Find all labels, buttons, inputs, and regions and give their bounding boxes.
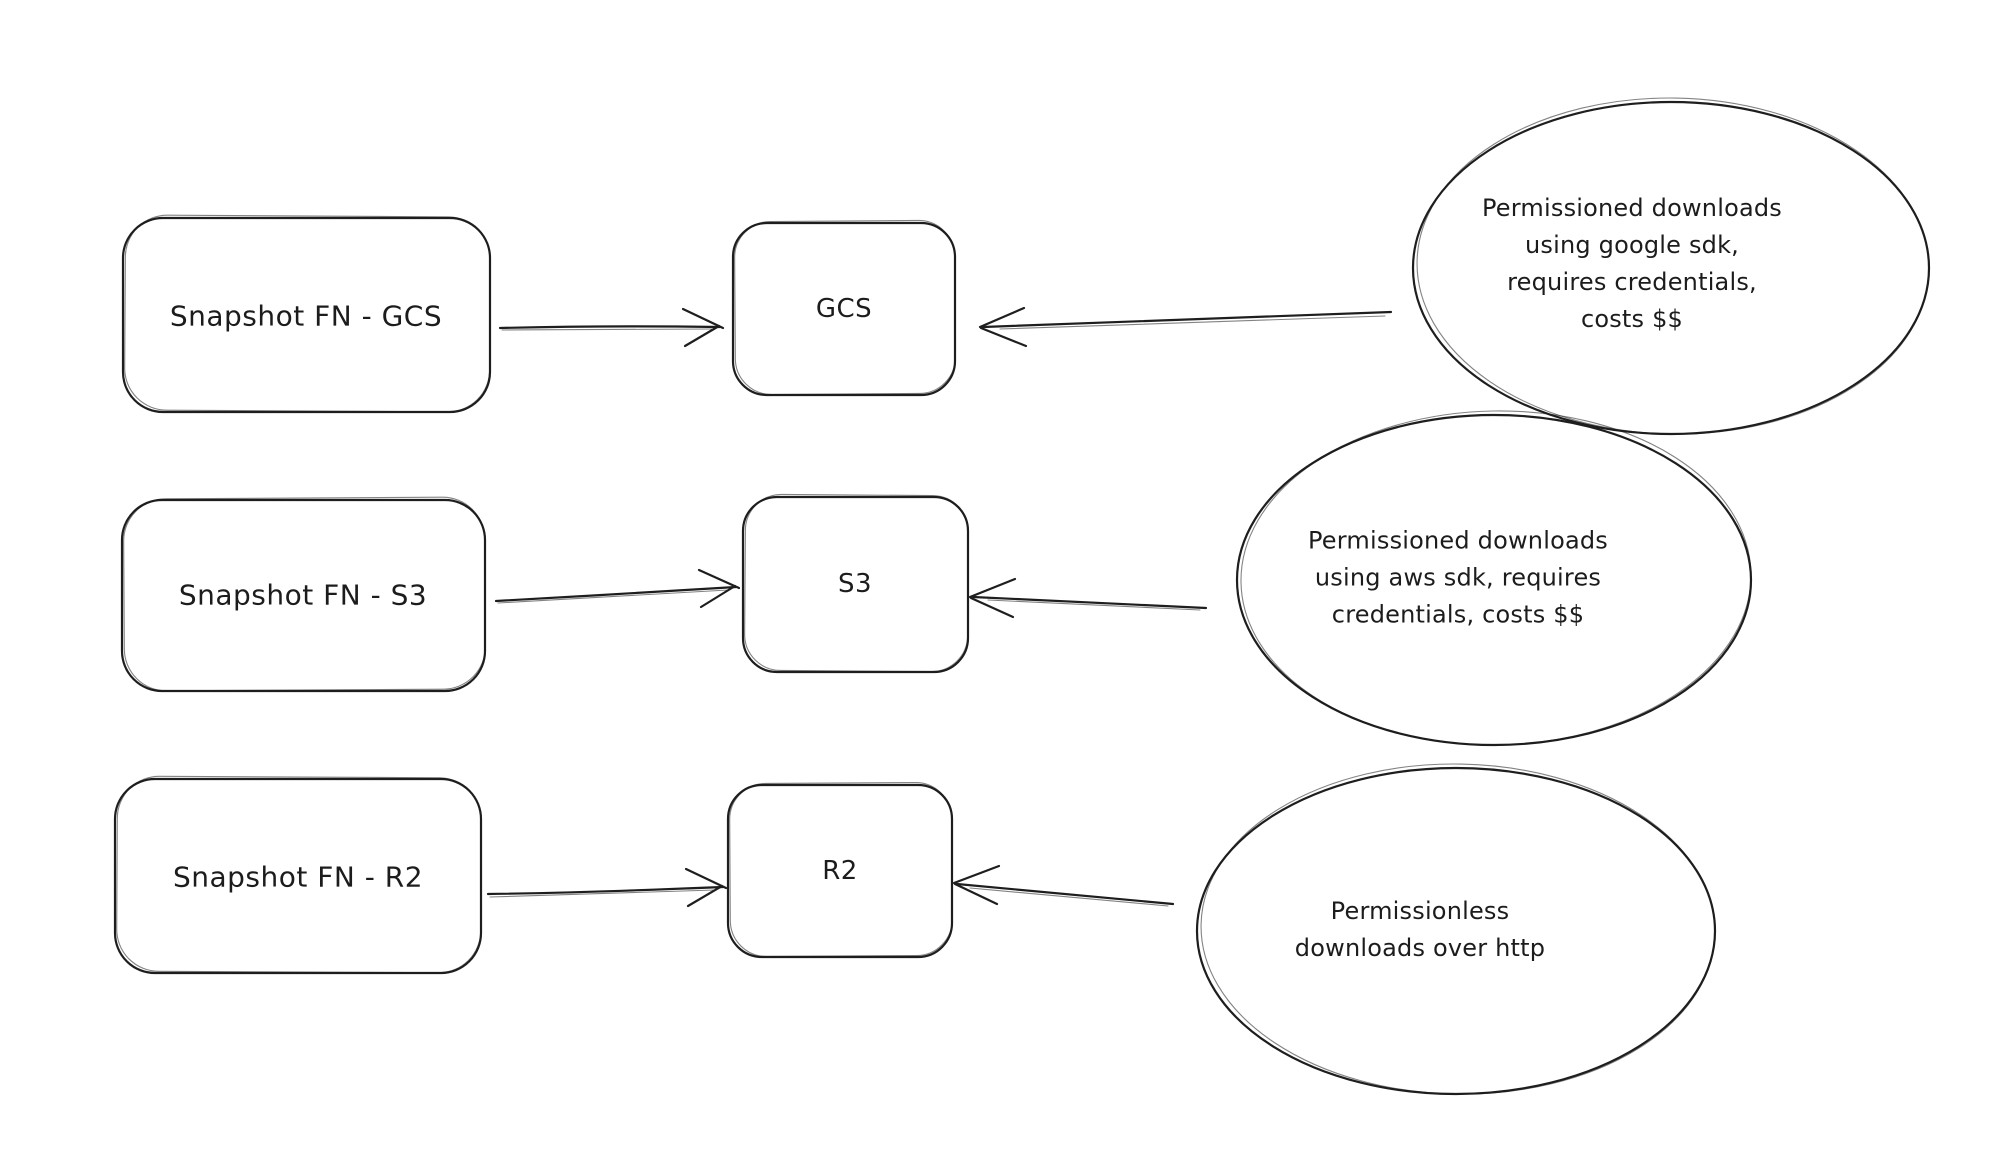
arrow-note-to-s3: [968, 577, 1208, 619]
source-node-r2-label: Snapshot FN - R2: [172, 860, 424, 894]
arrow-note-to-r2: [952, 864, 1175, 907]
storage-node-r2-label: R2: [822, 856, 858, 886]
storage-node-s3-shape: [741, 493, 970, 674]
note-ellipse-gcs-shape: [1411, 97, 1931, 436]
note-ellipse-r2-shape: [1195, 763, 1717, 1096]
source-node-s3-label: Snapshot FN - S3: [178, 578, 428, 612]
storage-node-gcs-label: GCS: [815, 294, 873, 324]
note-gcs-text: Permissioned downloads using google sdk,…: [1481, 194, 1783, 333]
storage-node-gcs-shape: [731, 219, 957, 397]
arrow-note-to-gcs: [978, 306, 1393, 348]
note-r2-text: Permissionless downloads over http: [1294, 897, 1546, 962]
storage-node-r2-shape: [726, 781, 954, 959]
note-s3-text: Permissioned downloads using aws sdk, re…: [1307, 526, 1609, 629]
note-ellipse-s3-shape: [1235, 410, 1753, 747]
arrow-snapshot-to-r2: [486, 867, 728, 908]
source-node-gcs-shape: [121, 214, 492, 414]
arrow-snapshot-to-s3: [494, 568, 741, 609]
source-node-gcs-label: Snapshot FN - GCS: [169, 299, 443, 333]
source-node-s3-shape: [120, 496, 487, 693]
source-node-r2-shape: [113, 775, 483, 975]
arrow-snapshot-to-gcs: [498, 307, 725, 348]
storage-node-s3-label: S3: [837, 569, 873, 599]
